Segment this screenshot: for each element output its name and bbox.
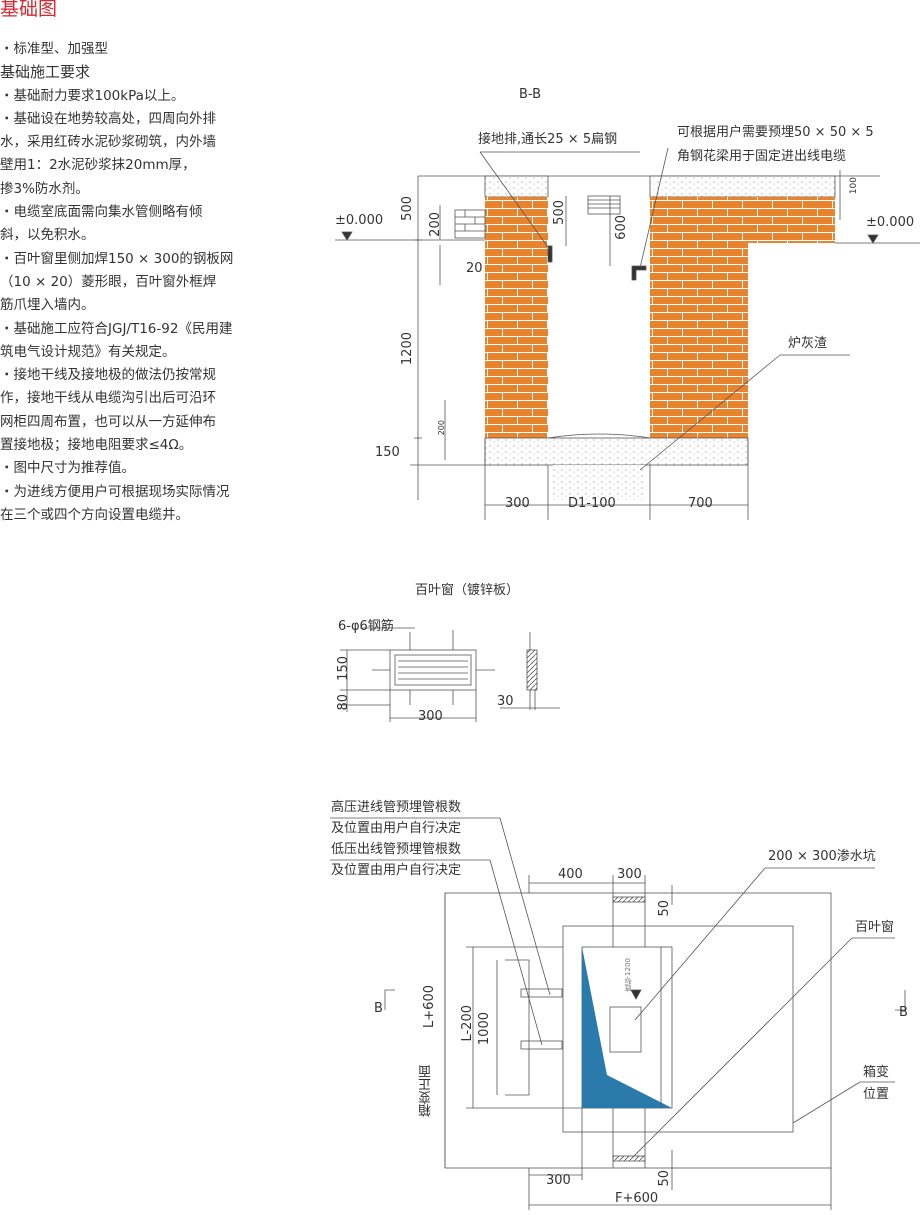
ground-bar: [547, 245, 553, 263]
ash-fill: [553, 465, 645, 500]
bottom-mark-label: 底标-1200: [624, 958, 632, 993]
note-line: 壁用1：2水泥砂浆抹20mm厚，: [0, 157, 196, 174]
box-label-1: 箱变: [863, 1065, 890, 1080]
gravel-base: [484, 437, 749, 466]
page-heading: 基础图: [0, 0, 58, 20]
hv-pipe-label-1: 高压进线管预埋管根数: [331, 800, 462, 815]
louver-label: 百叶窗: [855, 920, 895, 935]
section-marker-left: B: [374, 1001, 383, 1016]
level-left: ±0.000: [335, 213, 384, 228]
note-line: ・为进线方便用户可根据现场实际情况: [0, 483, 230, 500]
note-line: ・百叶窗里侧加焊150 × 300的钢板网: [0, 250, 234, 267]
dim-d1-100: D1-100: [568, 496, 616, 511]
rebar-label: 6-φ6钢筋: [338, 619, 394, 634]
dim-500: 500: [400, 196, 415, 221]
gravel-top-right: [649, 175, 836, 198]
brick-wall-left: [485, 197, 548, 438]
note-line: 掺3%防水剂。: [0, 180, 89, 197]
plan-dim-1000: 1000: [477, 1012, 492, 1046]
section-bb-title: B-B: [519, 87, 542, 102]
note-line: ・基础耐力要求100kPa以上。: [0, 87, 185, 104]
plan-dim-l-plus-600: L+600: [422, 985, 437, 1028]
note-line: ・标准型、加强型: [0, 41, 108, 57]
plan-dim-400: 400: [558, 867, 583, 882]
plan-dim-50-top: 50: [657, 900, 672, 917]
box-position-outline: [562, 925, 794, 1133]
plan-drawing: [330, 817, 906, 1210]
note-line: ・接地干线及接地极的做法仍按常规: [0, 367, 216, 384]
lv-pipe-label-1: 低压出线管预埋管根数: [331, 842, 462, 857]
dim-20: 20: [466, 261, 483, 276]
note-line: ・电缆室底面需向集水管侧略有倾: [0, 204, 203, 221]
note-line: ・图中尺寸为推荐值。: [0, 460, 135, 477]
dim-150: 150: [375, 445, 400, 460]
lv-pipe-label-2: 及位置由用户自行决定: [331, 863, 462, 878]
louver-title: 百叶窗（镀锌板）: [415, 583, 520, 598]
note-line: 在三个或四个方向设置电缆井。: [0, 506, 189, 523]
plan-dim-300-bottom: 300: [546, 1173, 571, 1188]
hv-pipe-label-2: 及位置由用户自行决定: [331, 821, 462, 836]
section-marker-right: B: [899, 1005, 908, 1020]
pit-label: 200 × 300渗水坑: [768, 849, 876, 864]
dim-1200: 1200: [400, 332, 415, 366]
ash-label: 炉灰渣: [788, 336, 828, 351]
louver-dim-300: 300: [418, 709, 443, 724]
angle-steel-label-1: 可根据用户需要预埋50 × 50 × 5: [677, 125, 874, 140]
ground-bar-label: 接地排,通长25 × 5扁钢: [478, 132, 618, 147]
note-line: 置接地极；接地电阻要求≤4Ω。: [0, 437, 193, 454]
gravel-top-left: [484, 175, 549, 198]
plan-dim-300-top: 300: [617, 867, 642, 882]
louver-dim-150: 150: [336, 656, 351, 681]
note-line: 筋爪埋入墙内。: [0, 297, 95, 314]
plan-dim-50-bottom: 50: [657, 1170, 672, 1187]
note-line: 作，接地干线从电缆沟引出后可沿环: [0, 390, 216, 407]
note-line: 斜，以免积水。: [0, 227, 95, 244]
note-line: （10 × 20）菱形眼，百叶窗外框焊: [0, 273, 217, 290]
note-line: ・基础施工应符合JGJ/T16-92《民用建: [0, 320, 233, 337]
note-line: 水，采用红砖水泥砂浆砌筑，内外墙: [0, 134, 216, 151]
box-label-2: 位置: [863, 1087, 890, 1102]
note-line: ・基础设在地势较高处，四周向外排: [0, 110, 216, 127]
dim-700: 700: [688, 496, 713, 511]
dim-200: 200: [428, 212, 443, 237]
dim-200-small: 200: [437, 420, 446, 436]
pit-slope: [582, 947, 672, 1108]
louver-dim-30: 30: [497, 694, 514, 709]
dim-500-inner: 500: [552, 200, 567, 225]
plan-dim-l-minus-200: L-200: [460, 1005, 475, 1042]
note-line: 网柜四周布置，也可以从一方延伸布: [0, 413, 216, 430]
plan-dim-f-plus-600: F+600: [615, 1191, 659, 1206]
level-right: ±0.000: [866, 215, 915, 230]
louver-drawing: [340, 627, 560, 722]
note-line: 筑电气设计规范》有关规定。: [0, 343, 176, 360]
section-bb-drawing: [335, 147, 920, 520]
brick-wall-right: [650, 197, 835, 438]
construction-notes: ・标准型、加强型基础施工要求・基础耐力要求100kPa以上。・基础设在地势较高处…: [0, 38, 300, 527]
dim-100: 100: [849, 177, 859, 195]
notes-subheading: 基础施工要求: [0, 63, 91, 82]
box-front-label: 箱变正面: [419, 1065, 434, 1117]
dim-300: 300: [505, 496, 530, 511]
louver-dim-80: 80: [336, 694, 351, 711]
angle-steel: [631, 265, 647, 281]
dim-600: 600: [614, 215, 629, 240]
angle-steel-label-2: 角钢花梁用于固定进出线电缆: [677, 149, 847, 164]
